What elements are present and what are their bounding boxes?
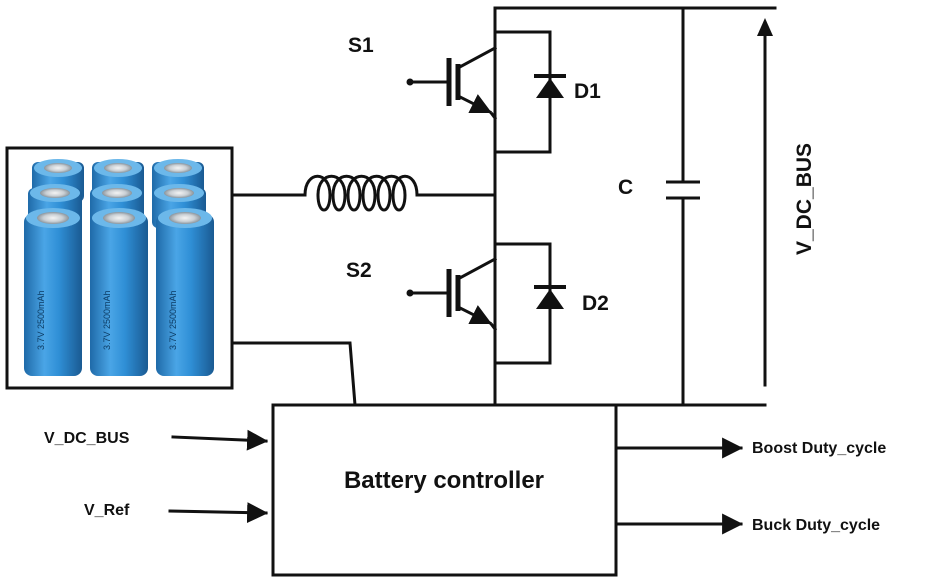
arrow-icon [168,502,269,524]
arrow-icon [171,429,269,451]
inductor-icon [303,174,419,212]
battery-pack-image: 3.7V 2500mAh 3.7V 2500mAh 3.7V 2500mAh [5,146,234,390]
bus-voltage-arrow [757,18,773,387]
igbt-transistor-icon [406,256,498,332]
controller-inputs: V_DC_BUS V_Ref [44,429,269,524]
d1-label: D1 [574,80,601,103]
battery-controller-block: Battery controller [271,403,618,577]
battery-front-row: 3.7V 2500mAh 3.7V 2500mAh 3.7V 2500mAh [24,208,214,376]
output-buck-label: Buck Duty_cycle [752,517,880,534]
cell-print-1: 3.7V 2500mAh [36,290,46,350]
controller-label: Battery controller [344,467,544,494]
igbt-transistor-icon [406,45,498,121]
d2-label: D2 [582,292,609,315]
diode-icon [534,74,566,98]
capacitor-label: C [618,176,633,199]
cell-print-2: 3.7V 2500mAh [102,290,112,350]
s1-label: S1 [348,34,374,57]
circuit-wiring [230,6,777,407]
cell-print-3: 3.7V 2500mAh [168,290,178,350]
capacitor-icon [666,180,700,200]
s2-label: S2 [346,259,372,282]
output-boost-label: Boost Duty_cycle [752,440,886,457]
input-ref-label: V_Ref [84,502,130,519]
diode-icon [534,285,566,309]
controller-outputs: Boost Duty_cycle Buck Duty_cycle [614,437,886,535]
bus-voltage-label: V_DC_BUS [793,143,816,255]
input-bus-label: V_DC_BUS [44,430,130,447]
